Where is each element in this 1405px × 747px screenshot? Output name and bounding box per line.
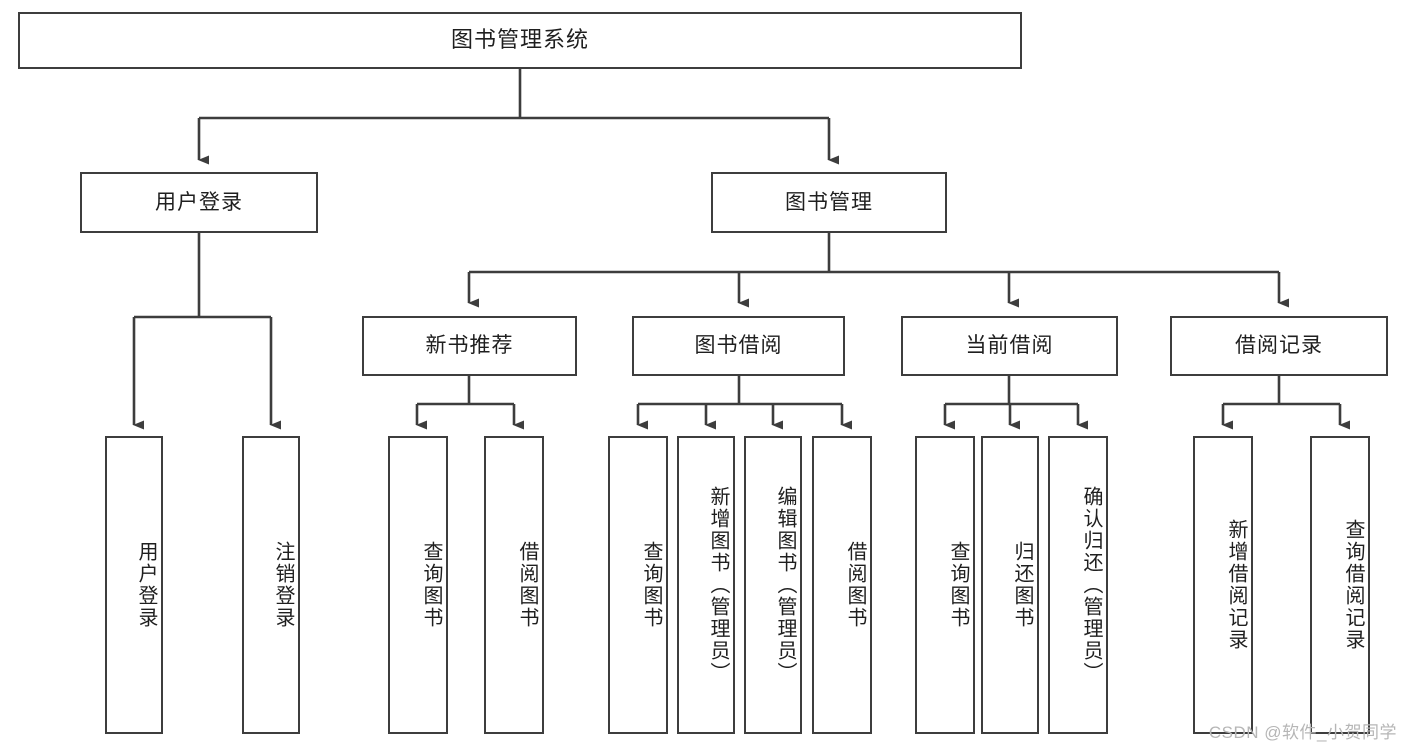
node-leaf-user-logout[interactable]: 注销登录 <box>242 436 300 734</box>
node-label: 当前借阅 <box>965 334 1054 358</box>
node-leaf-edit-book[interactable]: 编辑图书（管理员） <box>744 436 802 734</box>
node-label: 借阅图书 <box>844 541 866 629</box>
node-label: 新增图书（管理员） <box>707 486 729 684</box>
node-leaf-borrow-book-2[interactable]: 借阅图书 <box>812 436 872 734</box>
node-label: 查询图书 <box>947 541 969 629</box>
node-leaf-query-book-2[interactable]: 查询图书 <box>608 436 668 734</box>
node-current-borrow[interactable]: 当前借阅 <box>901 316 1118 376</box>
node-leaf-query-book-3[interactable]: 查询图书 <box>915 436 975 734</box>
watermark-text: CSDN @软件_小贺同学 <box>1208 723 1397 742</box>
node-leaf-user-login[interactable]: 用户登录 <box>105 436 163 734</box>
node-label: 注销登录 <box>272 541 294 629</box>
node-leaf-borrow-book-1[interactable]: 借阅图书 <box>484 436 544 734</box>
node-book-management[interactable]: 图书管理 <box>711 172 947 233</box>
node-book-borrow[interactable]: 图书借阅 <box>632 316 845 376</box>
node-label: 确认归还（管理员） <box>1080 486 1102 684</box>
node-user-login[interactable]: 用户登录 <box>80 172 318 233</box>
node-label: 查询图书 <box>640 541 662 629</box>
node-leaf-add-record[interactable]: 新增借阅记录 <box>1193 436 1253 734</box>
node-leaf-return-book[interactable]: 归还图书 <box>981 436 1039 734</box>
node-leaf-add-book[interactable]: 新增图书（管理员） <box>677 436 735 734</box>
node-borrow-record[interactable]: 借阅记录 <box>1170 316 1388 376</box>
node-label: 编辑图书（管理员） <box>774 486 796 684</box>
node-new-book-recommend[interactable]: 新书推荐 <box>362 316 577 376</box>
node-label: 查询图书 <box>420 541 442 629</box>
node-label: 借阅图书 <box>516 541 538 629</box>
node-label: 归还图书 <box>1011 541 1033 629</box>
node-label: 图书管理系统 <box>450 27 589 53</box>
node-label: 新增借阅记录 <box>1225 519 1247 651</box>
node-label: 新书推荐 <box>425 334 514 358</box>
node-label: 用户登录 <box>135 541 157 629</box>
node-label: 借阅记录 <box>1235 334 1323 358</box>
node-label: 查询借阅记录 <box>1342 519 1364 651</box>
node-root-system[interactable]: 图书管理系统 <box>18 12 1022 69</box>
node-label: 用户登录 <box>155 190 243 214</box>
node-leaf-confirm-return[interactable]: 确认归还（管理员） <box>1048 436 1108 734</box>
node-label: 图书借阅 <box>694 334 783 358</box>
node-label: 图书管理 <box>785 190 873 214</box>
node-leaf-query-record[interactable]: 查询借阅记录 <box>1310 436 1370 734</box>
node-leaf-query-book-1[interactable]: 查询图书 <box>388 436 448 734</box>
